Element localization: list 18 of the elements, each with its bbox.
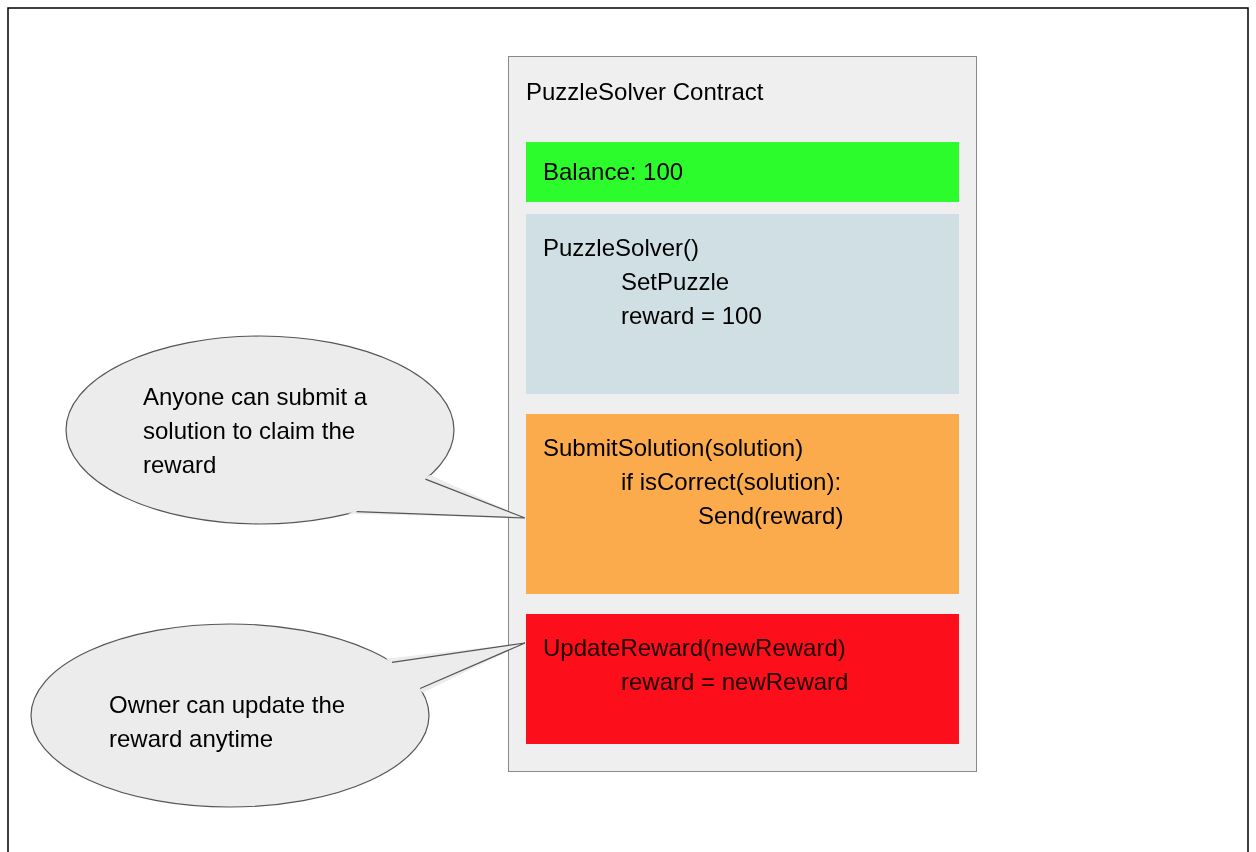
balance-bar [526, 142, 959, 202]
code-line: SubmitSolution(solution) [543, 433, 804, 463]
speech-bubble [30, 623, 430, 808]
code-line: UpdateReward(newReward) [543, 633, 846, 663]
code-line: PuzzleSolver() [543, 233, 700, 263]
panel-title: PuzzleSolver Contract [526, 77, 764, 107]
callout-text: Anyone can submit a solution to claim the reward [143, 382, 369, 480]
balance-label: Balance: 100 [543, 157, 684, 187]
submit-function-block [526, 414, 959, 594]
code-line: SetPuzzle [621, 267, 730, 297]
code-line: reward = newReward [621, 667, 849, 697]
code-line: Send(reward) [698, 501, 844, 531]
update-function-block [526, 614, 959, 744]
constructor-block [526, 214, 959, 394]
code-line: if isCorrect(solution): [621, 467, 842, 497]
contract-panel [508, 56, 977, 772]
code-line: reward = 100 [621, 301, 762, 331]
callout-text: Owner can update the reward anytime [109, 690, 347, 754]
